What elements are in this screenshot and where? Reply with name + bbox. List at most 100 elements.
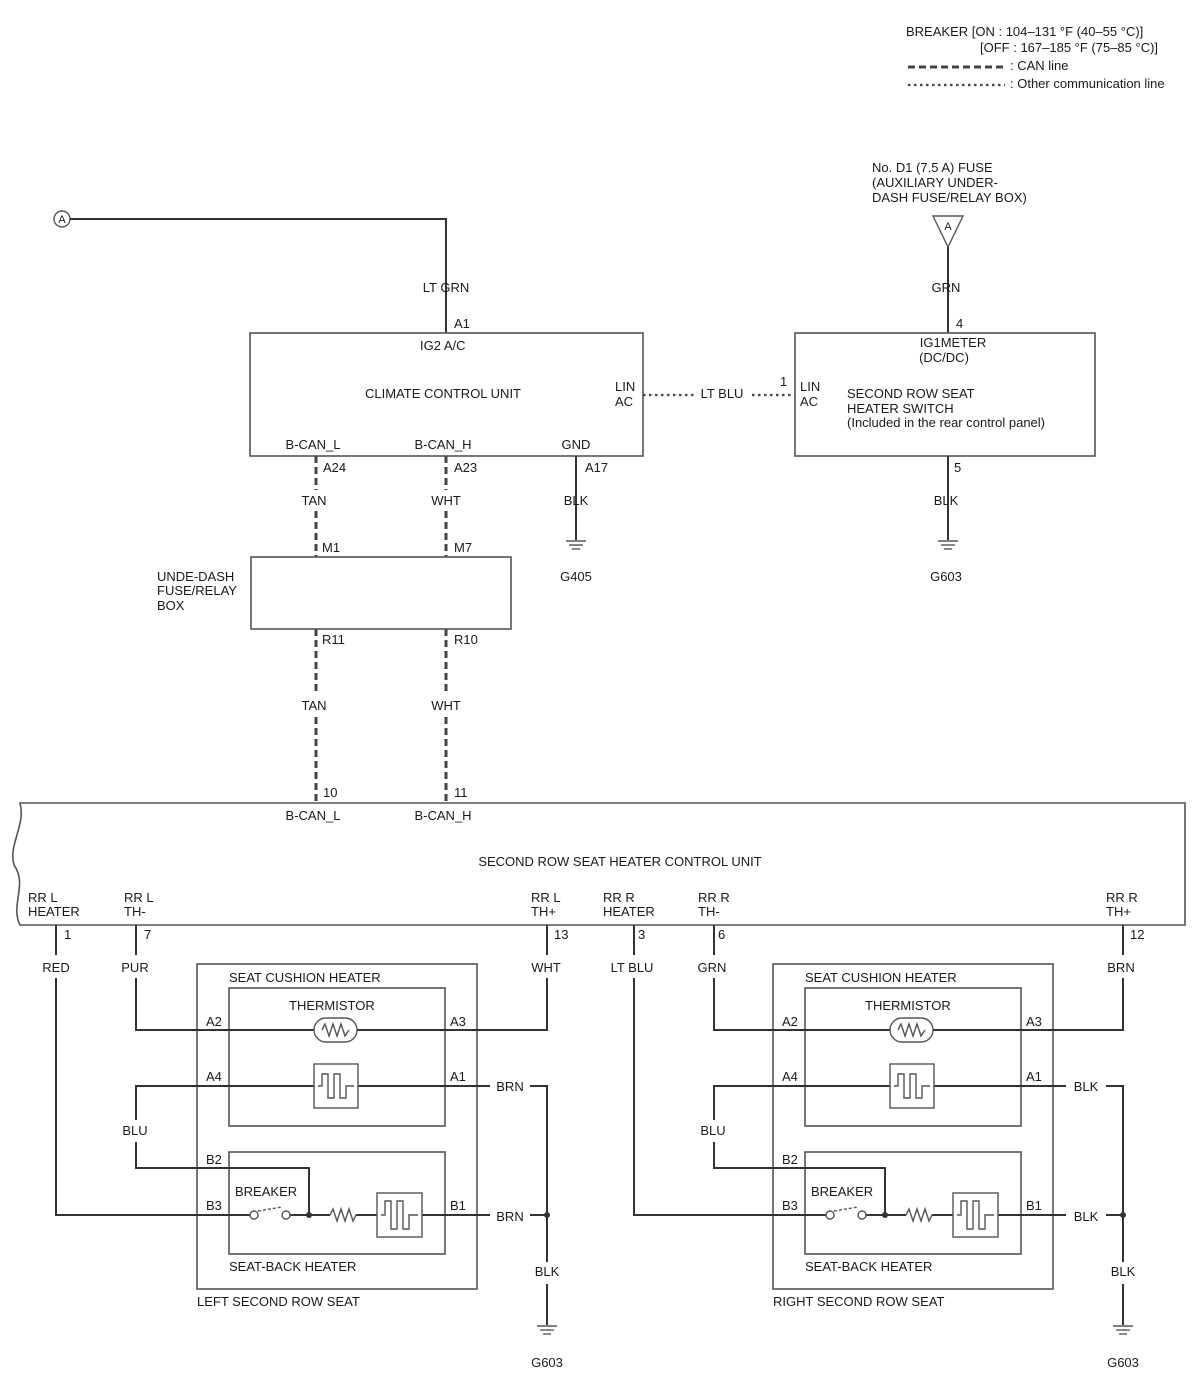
- left-seat-name: LEFT SECOND ROW SEAT: [197, 1294, 360, 1309]
- wire-label-blk-switch: BLK: [934, 493, 959, 508]
- term-rrr-th-plus-1: RR R: [1106, 890, 1138, 905]
- pin-a24: A24: [323, 460, 346, 475]
- left-thermistor-label: THERMISTOR: [289, 998, 375, 1013]
- right-seat: SEAT CUSHION HEATER THERMISTOR SEAT-BACK…: [633, 925, 1139, 1370]
- term-rrr-heater-1: RR R: [603, 890, 635, 905]
- left-cushion-box: [228, 987, 446, 1127]
- right-back-box: [804, 1151, 1022, 1255]
- right-pin-a2: A2: [782, 1014, 798, 1029]
- switch-ig1-label-1: IG1METER: [920, 335, 986, 350]
- right-ground-symbol: [1113, 1325, 1133, 1335]
- ground-symbol-climate: [566, 540, 586, 550]
- right-seat-name: RIGHT SECOND ROW SEAT: [773, 1294, 944, 1309]
- right-thermistor-label: THERMISTOR: [865, 998, 951, 1013]
- right-pin-b2: B2: [782, 1152, 798, 1167]
- right-pin-b1: B1: [1026, 1198, 1042, 1213]
- left-breaker-junction-dot: [306, 1212, 312, 1218]
- fuse-label-3: DASH FUSE/RELAY BOX): [872, 190, 1027, 205]
- right-pin-a4: A4: [782, 1069, 798, 1084]
- left-pin-b3: B3: [206, 1198, 222, 1213]
- control-unit-name: SECOND ROW SEAT HEATER CONTROL UNIT: [478, 854, 761, 869]
- switch-lin-label-1: LIN: [800, 379, 820, 394]
- term-rrr-heater-2: HEATER: [603, 904, 655, 919]
- fuse-box-name-3: BOX: [157, 598, 185, 613]
- pin-a1: A1: [454, 316, 470, 331]
- right-wire-label-b1: BLK: [1074, 1209, 1099, 1224]
- left-b2-wire: [135, 1142, 310, 1215]
- fuse-feed: No. D1 (7.5 A) FUSE (AUXILIARY UNDER- DA…: [872, 160, 1027, 333]
- left-breaker-label: BREAKER: [235, 1184, 297, 1199]
- right-back-label: SEAT-BACK HEATER: [805, 1259, 932, 1274]
- left-pin-a2: A2: [206, 1014, 222, 1029]
- ground-label-g405: G405: [560, 569, 592, 584]
- climate-lin-label-2: AC: [615, 394, 633, 409]
- climate-gnd: GND: [562, 437, 591, 452]
- legend-other-line-label: : Other communication line: [1010, 76, 1165, 91]
- lin-link: LT BLU: [643, 386, 795, 401]
- right-heater-wire-lt-blu: [633, 978, 826, 1216]
- right-breaker-junction-dot: [882, 1212, 888, 1218]
- pin-5: 5: [954, 460, 961, 475]
- left-ground-symbol: [537, 1325, 557, 1335]
- legend-breaker-on: BREAKER [ON : 104–131 °F (40–55 °C)]: [906, 24, 1143, 39]
- pin-1-heater-l: 1: [64, 927, 71, 942]
- right-cushion-label: SEAT CUSHION HEATER: [805, 970, 957, 985]
- left-resistor-icon: [329, 1206, 357, 1224]
- pin-11: 11: [454, 785, 468, 800]
- right-ground-label: G603: [1107, 1355, 1139, 1370]
- left-thermistor-icon: [313, 1017, 358, 1043]
- right-splice-dot: [1120, 1212, 1126, 1218]
- term-rrr-th-minus-1: RR R: [698, 890, 730, 905]
- fuse-label-2: (AUXILIARY UNDER-: [872, 175, 998, 190]
- right-wire-label-a1: BLK: [1074, 1079, 1099, 1094]
- control-bcan-l: B-CAN_L: [286, 808, 341, 823]
- switch-ig1-label-2: (DC/DC): [919, 350, 969, 365]
- fuse-box-rect: [250, 556, 512, 630]
- heater-switch-box: [794, 332, 1096, 457]
- climate-control-unit: IG2 A/C CLIMATE CONTROL UNIT LIN AC B-CA…: [249, 332, 644, 475]
- switch-name-1: SECOND ROW SEAT: [847, 386, 975, 401]
- seat-heater-control-unit: 10 11 B-CAN_L B-CAN_H SECOND ROW SEAT HE…: [12, 785, 1186, 975]
- pin-7: 7: [144, 927, 151, 942]
- term-rrl-th-plus-2: TH+: [531, 904, 556, 919]
- wire-label-brn-th: BRN: [1107, 960, 1134, 975]
- fuse-label-1: No. D1 (7.5 A) FUSE: [872, 160, 993, 175]
- climate-unit-name: CLIMATE CONTROL UNIT: [365, 386, 521, 401]
- wire-label-red: RED: [42, 960, 69, 975]
- right-cushion-box: [804, 987, 1022, 1127]
- left-cushion-heater-icon: [313, 1063, 359, 1109]
- left-th-minus-wire-pur: [135, 978, 314, 1031]
- right-resistor-icon: [905, 1206, 933, 1224]
- legend-can-line-label: : CAN line: [1010, 58, 1069, 73]
- left-th-plus-wire-wht: [357, 978, 548, 1031]
- pin-m7: M7: [454, 540, 472, 555]
- pin-a17: A17: [585, 460, 608, 475]
- left-pin-a3: A3: [450, 1014, 466, 1029]
- can-lines: TAN WHT TAN WHT: [301, 456, 461, 803]
- legend: BREAKER [ON : 104–131 °F (40–55 °C)] [OF…: [906, 24, 1165, 91]
- right-th-minus-wire-grn: [713, 978, 890, 1031]
- left-a1-to-ground-wire: [530, 1085, 548, 1262]
- term-rrr-th-minus-2: TH-: [698, 904, 720, 919]
- fuse-connector-triangle: [931, 215, 965, 249]
- climate-ground: BLK G405: [560, 456, 592, 584]
- legend-breaker-off: [OFF : 167–185 °F (75–85 °C)]: [980, 40, 1158, 55]
- pin-a23: A23: [454, 460, 477, 475]
- pin-12: 12: [1130, 927, 1144, 942]
- right-b2-wire: [713, 1142, 886, 1215]
- term-rrl-th-minus-1: RR L: [124, 890, 154, 905]
- right-th-plus-wire-brn: [933, 978, 1124, 1031]
- right-a4-wire: [713, 1085, 890, 1120]
- pin-4: 4: [956, 316, 963, 331]
- pin-3: 3: [638, 927, 645, 942]
- pin-r11: R11: [322, 632, 345, 647]
- left-a4-wire: [135, 1085, 314, 1120]
- left-wire-label-ground: BLK: [535, 1264, 560, 1279]
- right-a1-to-ground-wire: [1106, 1085, 1124, 1262]
- wire-label-grn-th: GRN: [698, 960, 727, 975]
- pin-1-lin: 1: [780, 374, 787, 389]
- under-dash-fuse-box: UNDE-DASH FUSE/RELAY BOX M1 M7 R11 R10: [157, 540, 512, 647]
- term-rrl-th-minus-2: TH-: [124, 904, 146, 919]
- term-rrr-th-plus-2: TH+: [1106, 904, 1131, 919]
